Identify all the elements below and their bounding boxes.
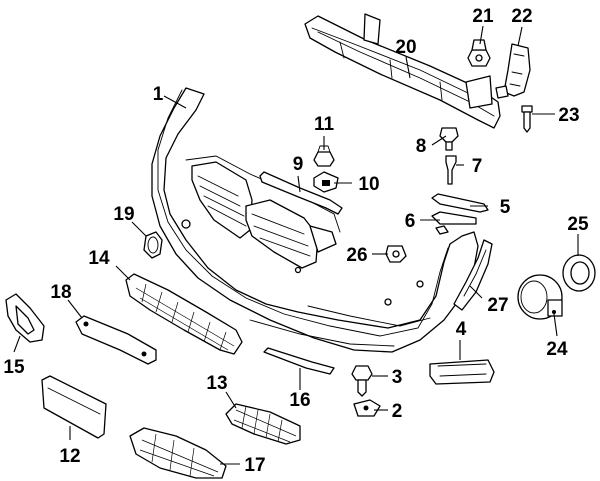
- callout-13: 13: [206, 373, 227, 394]
- callout-18: 18: [50, 282, 71, 303]
- callout-27: 27: [487, 295, 508, 316]
- callout-21: 21: [472, 6, 494, 27]
- part-8-bolt: [439, 127, 459, 151]
- callout-11: 11: [314, 114, 335, 135]
- part-25-ring: [562, 254, 596, 292]
- part-14-lower-grille: [125, 273, 243, 355]
- callout-26: 26: [346, 245, 367, 266]
- callout-16: 16: [289, 390, 310, 411]
- part-10-clip: [313, 171, 339, 193]
- callout-3: 3: [392, 367, 403, 388]
- callout-22: 22: [511, 6, 532, 27]
- part-22-bracket: [495, 43, 531, 99]
- part-11-nut: [313, 145, 335, 167]
- callout-17: 17: [244, 455, 265, 476]
- part-4-reflector: [429, 359, 495, 385]
- callout-12: 12: [59, 446, 80, 467]
- callout-5: 5: [500, 197, 511, 218]
- part-5-bracket: [431, 193, 489, 213]
- part-12-license-plate-bracket: [41, 375, 107, 439]
- part-7-clip: [445, 155, 457, 185]
- callout-6: 6: [405, 211, 416, 232]
- part-13-grille-insert: [225, 403, 301, 445]
- part-26-sensor: [385, 245, 407, 263]
- callout-15: 15: [3, 357, 25, 378]
- part-6-bracket: [431, 211, 477, 235]
- part-24-fog-lamp: [517, 274, 563, 320]
- callout-23: 23: [558, 105, 579, 126]
- leader-lines: [13, 25, 579, 465]
- callout-19: 19: [113, 204, 134, 225]
- callout-4: 4: [456, 319, 467, 340]
- callout-9: 9: [293, 154, 304, 175]
- part-27-side-strip: [453, 239, 493, 311]
- part-20-impact-bar: [304, 13, 501, 129]
- part-3-screw: [351, 365, 373, 397]
- part-23-bolt: [521, 105, 533, 133]
- part-15-bracket: [5, 293, 45, 343]
- part-19-cap: [143, 231, 163, 259]
- callout-10: 10: [358, 174, 379, 195]
- part-9-strip: [259, 171, 343, 215]
- callout-7: 7: [472, 156, 483, 177]
- part-16-strip: [263, 347, 335, 375]
- part-17-lower-cover: [129, 427, 227, 479]
- callout-8: 8: [416, 136, 427, 157]
- callout-24: 24: [546, 339, 568, 360]
- callout-20: 20: [395, 37, 416, 58]
- part-2-nut: [353, 399, 381, 417]
- callout-1: 1: [153, 84, 164, 105]
- callout-14: 14: [88, 248, 110, 269]
- part-18-trim: [75, 315, 157, 365]
- callout-25: 25: [567, 214, 589, 235]
- part-21-nut: [467, 39, 491, 67]
- callout-2: 2: [392, 401, 403, 422]
